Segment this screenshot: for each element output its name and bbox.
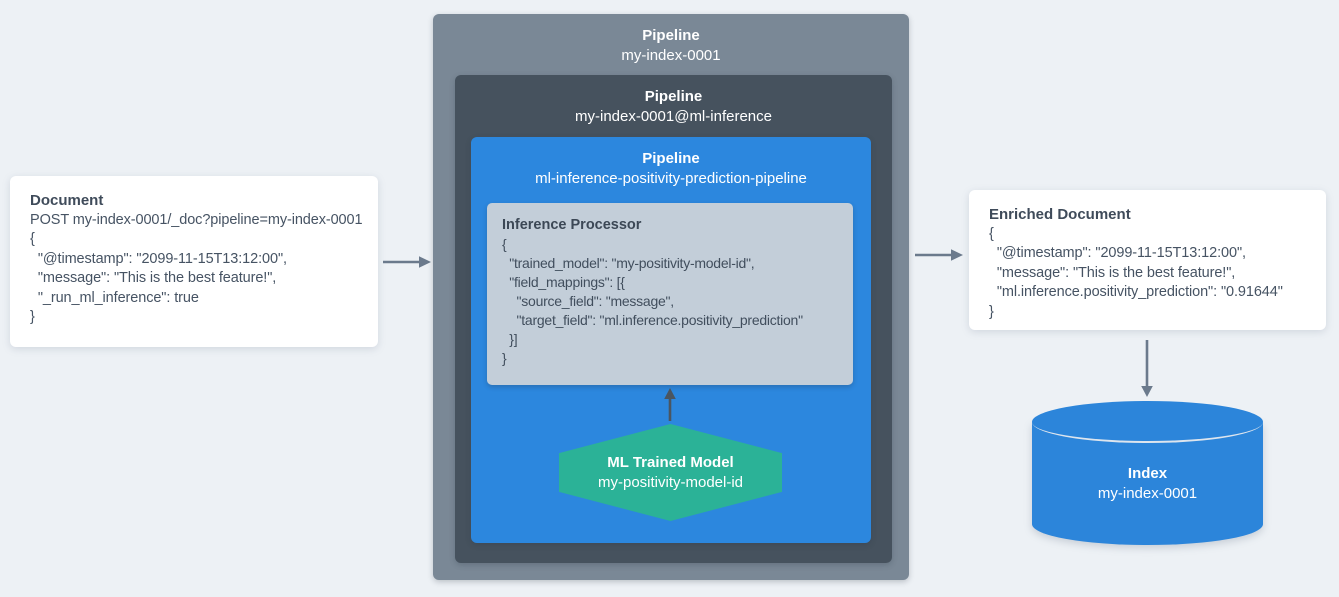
ml-trained-model-name: my-positivity-model-id bbox=[597, 473, 744, 491]
document-card-code: POST my-index-0001/_doc?pipeline=my-inde… bbox=[30, 211, 363, 326]
pipeline-outer-title: Pipeline bbox=[642, 27, 700, 44]
pipeline-inner-title: Pipeline bbox=[642, 150, 700, 167]
index-title: Index bbox=[1127, 465, 1168, 482]
inference-processor-code: { "trained_model": "my-positivity-model-… bbox=[502, 236, 803, 366]
inference-processor-title: Inference Processor bbox=[502, 217, 642, 233]
pipeline-mid-header: Pipeline my-index-0001@ml-inference bbox=[455, 75, 892, 127]
pipeline-mid-name: my-index-0001@ml-inference bbox=[575, 108, 772, 125]
arrow-pipeline-to-enriched-icon bbox=[915, 249, 963, 261]
index-cylinder: Index my-index-0001 bbox=[1032, 401, 1263, 545]
document-card-title: Document bbox=[30, 192, 104, 209]
pipeline-outer-header: Pipeline my-index-0001 bbox=[433, 14, 909, 66]
enriched-document-code: { "@timestamp": "2099-11-15T13:12:00", "… bbox=[989, 225, 1283, 320]
ml-trained-model-title: ML Trained Model bbox=[607, 453, 734, 471]
arrow-document-to-pipeline-icon bbox=[383, 256, 431, 268]
pipeline-outer-box: Pipeline my-index-0001 Pipeline my-index… bbox=[433, 14, 909, 580]
inference-processor-panel: Inference Processor { "trained_model": "… bbox=[487, 203, 853, 385]
document-card: Document POST my-index-0001/_doc?pipelin… bbox=[10, 176, 378, 347]
enriched-document-card: Enriched Document { "@timestamp": "2099-… bbox=[969, 190, 1326, 330]
pipeline-inner-header: Pipeline ml-inference-positivity-predict… bbox=[471, 137, 871, 189]
index-label: Index my-index-0001 bbox=[1032, 464, 1263, 504]
arrow-model-to-processor-icon bbox=[664, 388, 676, 421]
pipeline-mid-box: Pipeline my-index-0001@ml-inference Pipe… bbox=[455, 75, 892, 563]
pipeline-inner-box: Pipeline ml-inference-positivity-predict… bbox=[471, 137, 871, 543]
arrow-enriched-to-index-icon bbox=[1141, 340, 1153, 397]
index-name: my-index-0001 bbox=[1097, 485, 1198, 502]
index-cylinder-top bbox=[1032, 401, 1263, 443]
ml-trained-model-hexagon: ML Trained Model my-positivity-model-id bbox=[559, 424, 782, 521]
pipeline-outer-name: my-index-0001 bbox=[621, 47, 721, 64]
pipeline-mid-title: Pipeline bbox=[644, 88, 703, 105]
pipeline-inner-name: ml-inference-positivity-prediction-pipel… bbox=[535, 170, 807, 187]
enriched-document-title: Enriched Document bbox=[989, 206, 1131, 223]
